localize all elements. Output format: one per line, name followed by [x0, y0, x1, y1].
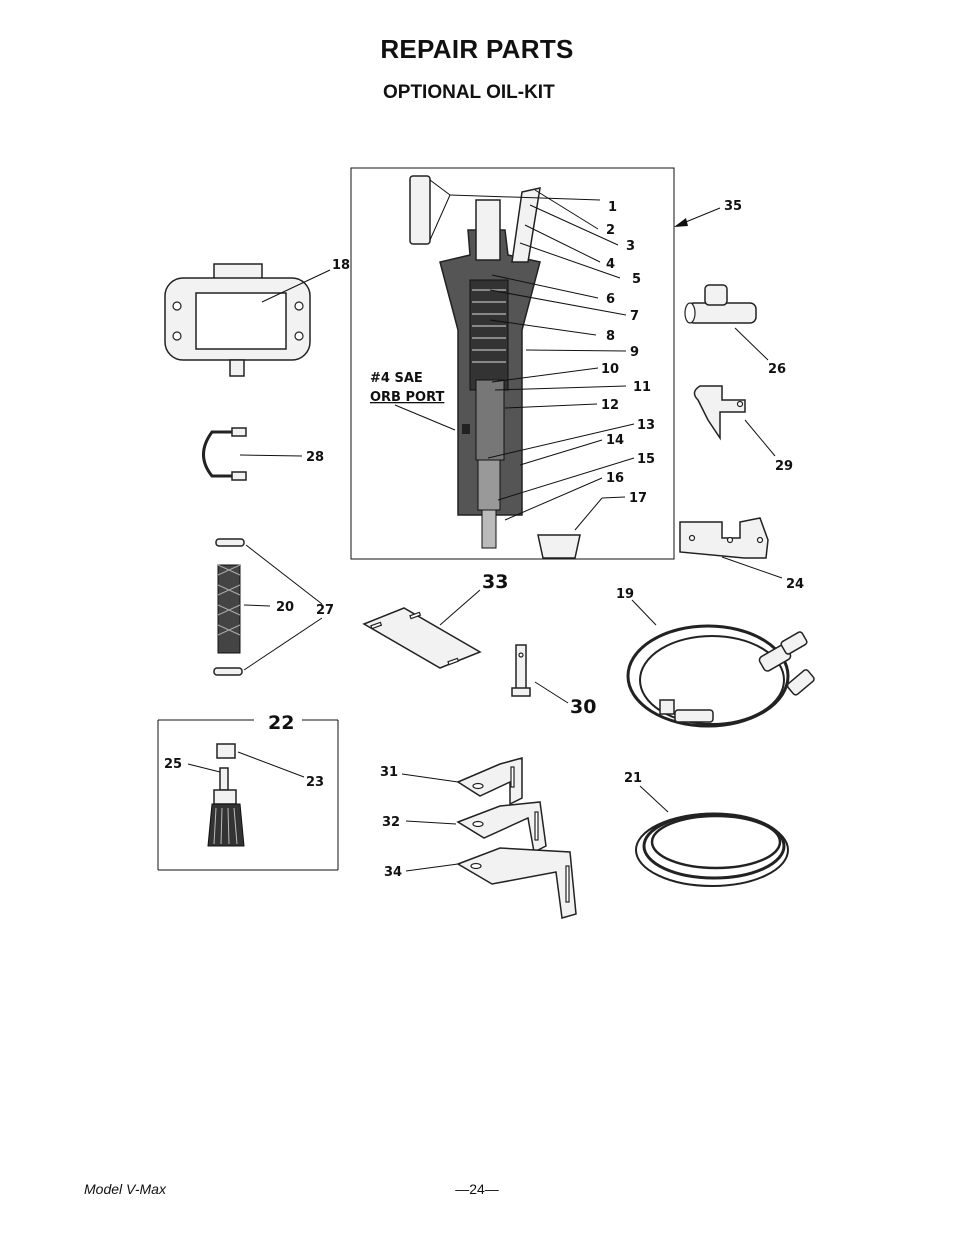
part-27-pin-top — [215, 538, 245, 547]
part-33-plate — [362, 607, 482, 669]
part-25-brush — [207, 767, 245, 847]
callout-18-leader — [261, 269, 331, 303]
part-31-bracket — [456, 757, 523, 806]
callout-10: 10 — [601, 362, 619, 377]
callout-1: 1 — [608, 200, 617, 215]
kit-22-box — [157, 719, 339, 871]
callout-33-leader — [439, 589, 481, 626]
callout-6: 6 — [606, 292, 615, 307]
callout-25-leader — [187, 763, 221, 773]
part-19-hose-assembly — [626, 624, 815, 728]
part-34-bracket — [456, 847, 577, 919]
part-27-pin-bottom — [213, 667, 243, 676]
callout-26: 26 — [768, 362, 786, 377]
callout-31: 31 — [380, 765, 398, 780]
callout-24: 24 — [786, 577, 804, 592]
part-21-coiled-tubing — [635, 812, 789, 887]
callout-28: 28 — [306, 450, 324, 465]
injector-assembly — [439, 199, 541, 549]
callout-23: 23 — [306, 775, 324, 790]
part-18-junction-box — [164, 263, 311, 377]
callout-27: 27 — [316, 603, 334, 618]
callout-26-leader — [734, 327, 769, 361]
callout-11: 11 — [633, 380, 651, 395]
page-subtitle: OPTIONAL OIL-KIT — [383, 82, 555, 103]
part-20-filter — [217, 564, 241, 654]
plug-17 — [537, 534, 581, 559]
filter-mesh — [217, 564, 241, 636]
callout-19-leader — [631, 599, 657, 626]
callout-20-27-leaders — [243, 544, 323, 671]
callout-22: 22 — [268, 712, 294, 734]
callout-33: 33 — [482, 571, 508, 593]
part-29-clamp — [693, 385, 746, 441]
callout-18: 18 — [332, 258, 350, 273]
part-26-tee-fitting — [684, 284, 757, 324]
callout-9: 9 — [630, 345, 639, 360]
callout-29: 29 — [775, 459, 793, 474]
callout-30: 30 — [570, 696, 596, 718]
callout-28-leader — [239, 454, 303, 457]
callout-35: 35 — [724, 199, 742, 214]
callout-24-leader — [721, 556, 783, 579]
callout-32: 32 — [382, 815, 400, 830]
callout-31-32-34-leaders — [401, 773, 459, 872]
page-title: REPAIR PARTS — [380, 34, 574, 64]
callout-3: 3 — [626, 239, 635, 254]
callout-4: 4 — [606, 257, 615, 272]
part-23-nut — [216, 743, 236, 759]
callout-7: 7 — [630, 309, 639, 324]
fitting-1 — [409, 175, 431, 245]
callout-leaders-injector — [394, 179, 635, 531]
part-28-u-bolt — [202, 427, 247, 481]
callout-34: 34 — [384, 865, 402, 880]
callout-25: 25 — [164, 757, 182, 772]
callout-21-leader — [639, 785, 669, 813]
footer-page-number: —24— — [455, 1181, 499, 1197]
arrow-icon — [674, 218, 688, 227]
callout-29-leader — [744, 419, 776, 457]
callout-5: 5 — [632, 272, 641, 287]
part-24-angle-bracket — [679, 517, 769, 559]
callout-13: 13 — [637, 418, 655, 433]
callout-19: 19 — [616, 587, 634, 602]
callout-30-leader — [534, 681, 569, 704]
port-label-line1: #4 SAE — [370, 371, 423, 386]
callout-12: 12 — [601, 398, 619, 413]
callout-20: 20 — [276, 600, 294, 615]
callout-21: 21 — [624, 771, 642, 786]
callout-16: 16 — [606, 471, 624, 486]
part-32-bracket — [456, 801, 547, 854]
callout-2: 2 — [606, 223, 615, 238]
callout-14: 14 — [606, 433, 624, 448]
port-label-line2: ORB PORT — [370, 390, 445, 405]
callout-15: 15 — [637, 452, 655, 467]
callout-17: 17 — [629, 491, 647, 506]
footer-model: Model V-Max — [84, 1181, 166, 1197]
part-30-small-bracket — [511, 644, 531, 697]
callout-8: 8 — [606, 329, 615, 344]
callout-23-leader — [237, 751, 305, 778]
